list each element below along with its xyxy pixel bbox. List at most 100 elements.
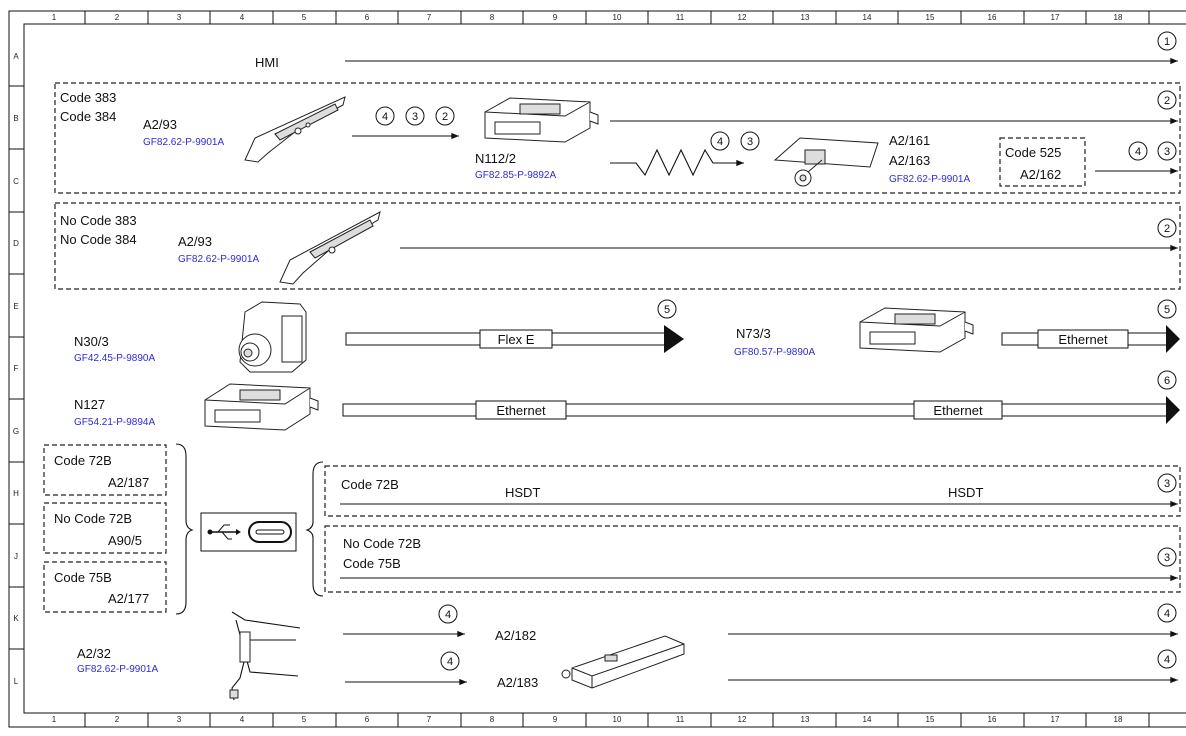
col-label-bottom-16: 16 [988,715,997,724]
hsdt-label-1: HSDT [505,485,540,500]
a2-93-bottom-label: A2/93 [178,234,212,249]
ethernet-bus-n127: Ethernet Ethernet [342,396,1180,424]
a2-161-label: A2/161 [889,133,930,148]
marker-4-b1: 4 [375,106,395,126]
a2-32-label: A2/32 [77,646,111,661]
svg-text:3: 3 [1164,478,1170,490]
svg-text:6: 6 [1164,375,1170,387]
svg-text:4: 4 [1135,146,1141,158]
no-code-383-384-group [54,202,1181,290]
marker-4-k1: 4 [438,604,458,624]
marker-4-k2: 4 [1157,603,1177,623]
marker-2-b1: 2 [435,106,455,126]
a2-162-label: A2/162 [1020,167,1061,182]
ethernet-label-2: Ethernet [496,403,546,418]
col-label-top-4: 4 [240,13,245,22]
col-label-bottom-1: 1 [52,715,57,724]
hsdt-label-2: HSDT [948,485,983,500]
module-a2-161-icon [773,137,879,187]
col-label-top-15: 15 [926,13,935,22]
marker-2-d: 2 [1157,218,1177,238]
row-label-D: D [13,239,19,248]
marker-4-c2: 4 [1128,141,1148,161]
n30-3-label: N30/3 [74,334,109,349]
grid-index-labels: 1 2 3 4 5 6 7 8 9 10 11 12 13 14 15 16 1… [13,13,1123,724]
usb-port-icon [200,512,297,552]
svg-text:4: 4 [1164,654,1170,666]
col-label-bottom-5: 5 [302,715,307,724]
marker-5-e2: 5 [1157,299,1177,319]
col-label-bottom-2: 2 [115,715,120,724]
row-label-K: K [13,614,19,623]
code-383-384-group [54,82,1181,194]
row-label-G: G [13,427,19,436]
col-label-bottom-11: 11 [676,715,685,724]
a2-177-label: A2/177 [108,591,149,606]
svg-text:4: 4 [717,136,723,148]
ethernet-bus-n73: Ethernet [1001,325,1180,353]
a2-32-ref-link[interactable]: GF82.62-P-9901A [77,664,158,675]
row-label-E: E [13,302,18,311]
camera-n30-3-icon [238,301,307,373]
svg-text:2: 2 [442,111,448,123]
a2-93-top-label: A2/93 [143,117,177,132]
a2-93-top-ref-link[interactable]: GF82.62-P-9901A [143,137,224,148]
code-72b-right-group [324,465,1181,517]
marker-5-e1: 5 [657,299,677,319]
code-72b-left-label: Code 72B [54,453,112,468]
marker-3-c2: 3 [1157,141,1177,161]
control-unit-n112-2-icon [484,97,599,143]
code-384-label: Code 384 [60,109,116,124]
n30-3-ref-link[interactable]: GF42.45-P-9890A [74,353,155,364]
antenna-module-a2-93-top-icon [244,96,346,163]
col-label-bottom-18: 18 [1114,715,1123,724]
code-525-label: Code 525 [1005,145,1061,160]
row-label-H: H [13,489,19,498]
flex-e-bus: Flex E [345,325,684,353]
antenna-a2-32-icon [229,611,301,701]
row-label-A: A [13,52,19,61]
col-label-bottom-9: 9 [553,715,558,724]
col-label-top-17: 17 [1051,13,1060,22]
antenna-module-a2-93-bottom-icon [279,211,381,285]
no-code-384-label: No Code 384 [60,232,137,247]
col-label-bottom-6: 6 [365,715,370,724]
col-label-top-9: 9 [553,13,558,22]
n112-2-ref-link[interactable]: GF82.85-P-9892A [475,170,556,181]
code-383-label: Code 383 [60,90,116,105]
flex-e-label: Flex E [498,332,535,347]
svg-text:3: 3 [1164,146,1170,158]
marker-1: 1 [1157,31,1177,51]
n127-ref-link[interactable]: GF54.21-P-9894A [74,417,155,428]
a2-182-label: A2/182 [495,628,536,643]
col-label-top-10: 10 [613,13,622,22]
col-label-top-8: 8 [490,13,495,22]
a2-161-ref-link[interactable]: GF82.62-P-9901A [889,174,970,185]
svg-text:4: 4 [445,609,451,621]
col-label-top-18: 18 [1114,13,1123,22]
svg-text:3: 3 [747,136,753,148]
col-label-bottom-7: 7 [427,715,432,724]
marker-4-c1: 4 [710,131,730,151]
code-75b-right-label: Code 75B [343,556,401,571]
a2-93-bottom-ref-link[interactable]: GF82.62-P-9901A [178,254,259,265]
code-72b-right-label: Code 72B [341,477,399,492]
marker-4-l1: 4 [440,651,460,671]
row-label-J: J [14,552,18,561]
row-label-B: B [13,114,18,123]
marker-4-l2: 4 [1157,649,1177,669]
col-label-bottom-8: 8 [490,715,495,724]
col-label-bottom-14: 14 [863,715,872,724]
col-label-top-7: 7 [427,13,432,22]
n73-3-ref-link[interactable]: GF80.57-P-9890A [734,347,815,358]
svg-text:5: 5 [664,304,670,316]
drawing-frame [8,10,1186,728]
marker-3-c1: 3 [740,131,760,151]
marker-2-b2: 2 [1157,90,1177,110]
ethernet-label-1: Ethernet [1058,332,1108,347]
right-brace [305,461,324,597]
a2-183-label: A2/183 [497,675,538,690]
n112-2-label: N112/2 [475,151,516,166]
col-label-bottom-12: 12 [738,715,747,724]
